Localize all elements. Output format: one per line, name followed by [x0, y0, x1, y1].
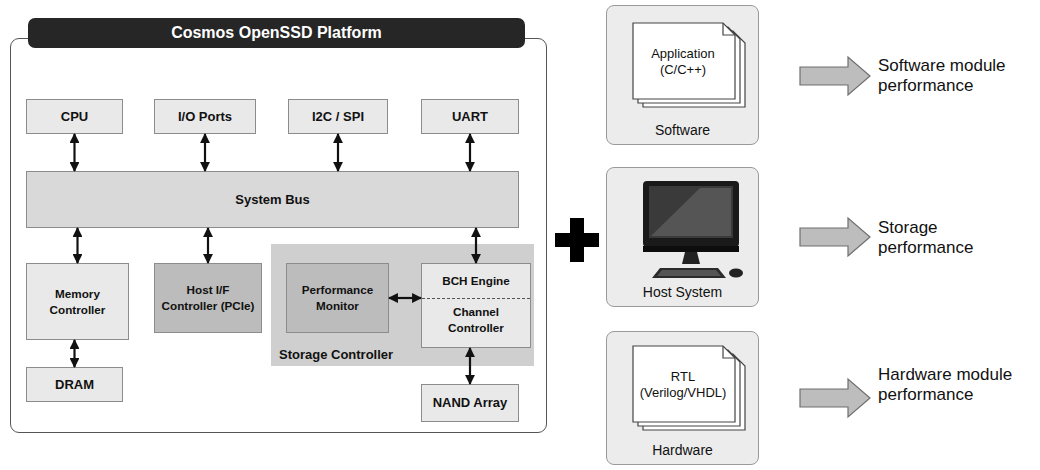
bus-connector: [204, 134, 206, 171]
node-box: DRAM: [26, 367, 123, 402]
node-box: Storage Controller Performance Monitor BCH…: [271, 244, 534, 366]
box-label: Memory Controller: [27, 286, 128, 318]
box-label: UART: [448, 109, 492, 125]
bus-connector: [469, 348, 471, 384]
node-box: Host I/F Controller (PCIe): [154, 263, 262, 333]
node-box: CPU: [26, 99, 123, 134]
bus-connector: [475, 228, 477, 263]
node-box: I/O Ports: [154, 99, 256, 134]
panel-label: Software: [655, 122, 710, 138]
box-label: Performance Monitor: [287, 282, 388, 314]
plus-sign: [570, 218, 584, 262]
box-label: I2C / SPI: [308, 109, 368, 125]
node-box: Cosmos OpenSSD PlatformCPUI/O PortsI2C /…: [10, 38, 547, 433]
bus-connector: [207, 228, 209, 263]
bus-connector: [469, 134, 471, 171]
node-box: NAND Array: [421, 384, 519, 422]
block-arrow: [800, 57, 870, 417]
panel-label: Hardware: [652, 442, 713, 458]
node-box: Memory Controller: [26, 263, 129, 340]
panel-label: Host System: [643, 284, 722, 300]
bus-connector: [389, 297, 421, 299]
box-label: NAND Array: [429, 395, 512, 411]
computer-illustration: [643, 181, 743, 278]
box-label: Channel Controller: [422, 304, 530, 336]
box-label: DRAM: [51, 377, 98, 393]
node-box: Application (C/C++): [631, 21, 749, 111]
output-label: Storage performance: [878, 218, 1036, 258]
box-label: Host I/F Controller (PCIe): [155, 282, 261, 314]
box-label: System Bus: [231, 192, 313, 208]
node-box: UART: [421, 99, 519, 134]
box-label: I/O Ports: [174, 109, 236, 125]
bus-connector: [337, 134, 339, 171]
node-box: BCH EngineChannel Controller: [421, 263, 531, 348]
node-box: I2C / SPI: [288, 99, 388, 134]
node-box: Host System: [606, 167, 759, 307]
node-box: Performance Monitor: [286, 263, 389, 333]
box-label: BCH Engine: [422, 273, 530, 289]
node-box: System Bus: [26, 171, 519, 228]
output-label: Hardware module performance: [878, 365, 1036, 405]
node-box: Software Application (C/C++): [606, 5, 759, 145]
node-box: RTL (Verilog/VHDL): [631, 344, 749, 434]
bus-connector: [73, 340, 75, 367]
box-label: CPU: [57, 109, 92, 125]
region-label: Storage Controller: [279, 347, 393, 362]
plus-sign: [555, 233, 599, 247]
output-label: Software module performance: [878, 56, 1036, 96]
bus-connector: [73, 134, 75, 171]
dashed-divider: [422, 298, 530, 299]
box-label: Application (C/C++): [639, 46, 727, 78]
bus-connector: [76, 228, 78, 263]
box-label: RTL (Verilog/VHDL): [639, 369, 727, 401]
node-box: Hardware RTL (Verilog/VHDL): [606, 331, 759, 465]
platform-title: Cosmos OpenSSD Platform: [28, 18, 525, 48]
